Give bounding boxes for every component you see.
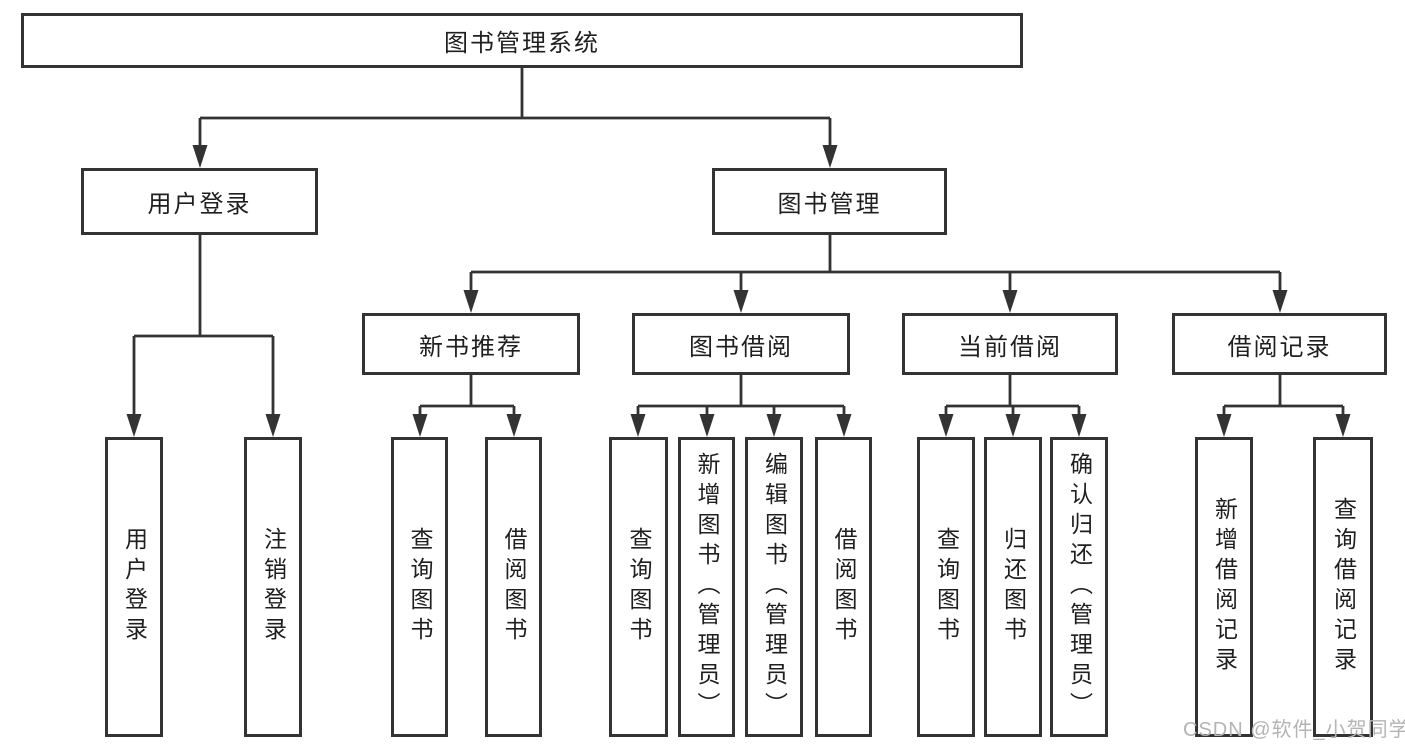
connector-line — [636, 375, 846, 421]
arrowhead-icon — [412, 414, 428, 437]
node-label: 查询借阅记录 — [1330, 497, 1357, 677]
node-label: 注销登录 — [260, 527, 287, 647]
connector-book-borrow-children — [630, 375, 852, 437]
node-label: 用户登录 — [147, 191, 252, 218]
leaf-add-borrow-record: 新增借阅记录 — [1195, 437, 1253, 737]
connector-new-book-children — [412, 375, 522, 437]
node-label: 图书管理 — [777, 191, 882, 218]
connector-root-to-level2 — [192, 68, 838, 168]
node-new-book-recommend: 新书推荐 — [362, 313, 580, 375]
connector-borrow-record-children — [1216, 375, 1351, 437]
arrowhead-icon — [126, 414, 142, 437]
connector-current-borrow-children — [938, 375, 1087, 437]
arrowhead-icon — [1071, 414, 1087, 437]
connector-book-management-children — [463, 235, 1288, 313]
node-book-management: 图书管理 — [712, 168, 947, 235]
node-label: 借阅图书 — [501, 527, 527, 647]
node-label: 查询图书 — [407, 527, 433, 647]
arrowhead-icon — [822, 145, 838, 168]
node-label: 确认归还（管理员） — [1066, 452, 1093, 722]
node-borrow-record: 借阅记录 — [1172, 313, 1387, 375]
node-label: 图书借阅 — [689, 333, 793, 361]
arrowhead-icon — [506, 414, 522, 437]
leaf-borrow-book: 借阅图书 — [815, 437, 872, 737]
leaf-query-book-borrow: 查询图书 — [609, 437, 668, 737]
arrowhead-icon — [699, 414, 715, 437]
watermark: CSDN @软件_小贺同学 — [1183, 719, 1405, 741]
arrowhead-icon — [938, 414, 954, 437]
connector-line — [1222, 375, 1345, 421]
arrowhead-icon — [1002, 290, 1018, 313]
leaf-return-book: 归还图书 — [984, 437, 1042, 737]
leaf-borrow-book-recommend: 借阅图书 — [485, 437, 542, 737]
arrowhead-icon — [1216, 414, 1232, 437]
node-label: 新书推荐 — [419, 333, 523, 361]
connector-user-login-children — [126, 235, 281, 437]
arrowhead-icon — [1335, 414, 1351, 437]
connector-line — [944, 375, 1081, 421]
node-label: 借阅记录 — [1227, 333, 1332, 361]
node-label: 新增借阅记录 — [1211, 497, 1238, 677]
arrowhead-icon — [733, 290, 749, 313]
arrowhead-icon — [192, 145, 208, 168]
leaf-edit-book-admin: 编辑图书（管理员） — [745, 437, 803, 737]
node-label: 图书管理系统 — [444, 30, 600, 57]
connector-line — [418, 375, 516, 421]
arrowhead-icon — [1272, 290, 1288, 313]
node-book-borrow: 图书借阅 — [632, 313, 850, 375]
leaf-query-book-current: 查询图书 — [917, 437, 975, 737]
arrowhead-icon — [1005, 414, 1021, 437]
node-label: 归还图书 — [1000, 527, 1027, 647]
node-label: 当前借阅 — [958, 333, 1062, 361]
arrowhead-icon — [463, 290, 479, 313]
arrowhead-icon — [265, 414, 281, 437]
node-user-login: 用户登录 — [81, 168, 318, 235]
node-label: 借阅图书 — [831, 527, 857, 647]
node-label: 编辑图书（管理员） — [761, 452, 788, 722]
node-label: 新增图书（管理员） — [694, 452, 720, 722]
leaf-add-book-admin: 新增图书（管理员） — [678, 437, 735, 737]
node-library-management-system: 图书管理系统 — [21, 13, 1023, 68]
node-label: 用户登录 — [121, 527, 148, 647]
connector-line — [132, 235, 275, 421]
leaf-confirm-return-admin: 确认归还（管理员） — [1050, 437, 1108, 737]
connector-line — [198, 68, 832, 152]
arrowhead-icon — [630, 414, 646, 437]
connector-line — [469, 235, 1282, 297]
node-current-borrow: 当前借阅 — [902, 313, 1118, 375]
node-label: 查询图书 — [626, 527, 652, 647]
leaf-logout-login: 注销登录 — [244, 437, 302, 737]
node-label: 查询图书 — [933, 527, 960, 647]
leaf-user-login: 用户登录 — [105, 437, 163, 737]
leaf-query-borrow-record: 查询借阅记录 — [1313, 437, 1373, 737]
leaf-query-book-recommend: 查询图书 — [391, 437, 448, 737]
arrowhead-icon — [836, 414, 852, 437]
arrowhead-icon — [766, 414, 782, 437]
